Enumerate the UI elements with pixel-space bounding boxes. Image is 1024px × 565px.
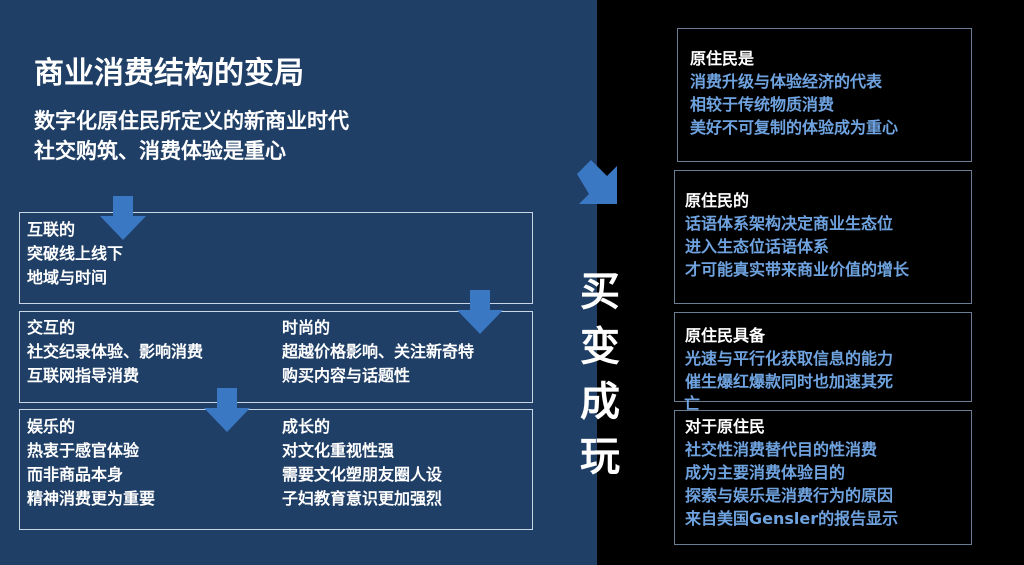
right-box-line: 催生爆红爆款同时也加速其死: [685, 372, 894, 391]
right-box-line: 美好不可复制的体验成为重心: [690, 118, 899, 137]
slide-title: 商业消费结构的变局: [34, 56, 304, 91]
box-line: 购买内容与话题性: [282, 366, 411, 385]
box-shishang-text: 时尚的 超越价格影响、关注新奇特 购买内容与话题性: [282, 316, 474, 388]
right-box-1-text: 原住民是 消费升级与体验经济的代表 相较于传统物质消费 美好不可复制的体验成为重…: [690, 47, 898, 139]
right-box-3-overflow: 亡: [684, 394, 701, 413]
box-line: 地域与时间: [27, 268, 108, 287]
right-box-3: 原住民具备 光速与平行化获取信息的能力 催生爆红爆款同时也加速其死: [674, 312, 972, 402]
right-box-line: 才可能真实带来商业价值的增长: [685, 260, 910, 279]
right-box-4-text: 对于原住民 社交性消费替代目的性消费 成为主要消费体验目的 探索与娱乐是消费行为…: [685, 415, 898, 530]
right-down-arrow-icon: [577, 160, 617, 204]
right-box-line: 探索与娱乐是消费行为的原因: [685, 486, 894, 505]
right-box-line: 社交性消费替代目的性消费: [685, 440, 878, 459]
box-line: 而非商品本身: [27, 465, 124, 484]
right-box-line: 相较于传统物质消费: [690, 95, 835, 114]
box-line: 突破线上线下: [27, 244, 124, 263]
slogan-char: 玩: [580, 434, 620, 480]
right-box-1: 原住民是 消费升级与体验经济的代表 相较于传统物质消费 美好不可复制的体验成为重…: [677, 28, 972, 162]
right-box-2: 原住民的 话语体系架构决定商业生态位 进入生态位话语体系 才可能真实带来商业价值…: [674, 170, 972, 304]
slide-subtitle: 数字化原住民所定义的新商业时代 社交购筑、消费体验是重心: [34, 106, 349, 166]
right-box-line: 消费升级与体验经济的代表: [690, 72, 883, 91]
down-arrow-icon: [457, 290, 503, 334]
box-chengzhang-text: 成长的 对文化重视性强 需要文化塑朋友圈人设 子妇教育意识更加强烈: [282, 415, 442, 511]
right-box-head: 对于原住民: [685, 417, 766, 436]
subtitle-line: 数字化原住民所定义的新商业时代: [34, 109, 349, 133]
right-box-line: 成为主要消费体验目的: [685, 463, 846, 482]
left-panel: [0, 0, 597, 565]
right-box-head: 原住民具备: [685, 326, 766, 345]
vertical-slogan: 买 变 成 玩: [575, 265, 625, 485]
box-line: 子妇教育意识更加强烈: [282, 489, 443, 508]
slogan-char: 变: [580, 324, 620, 370]
right-box-head: 原住民是: [690, 49, 755, 68]
box-hulian: [19, 212, 533, 304]
slogan-char: 买: [580, 269, 620, 315]
right-box-line: 光速与平行化获取信息的能力: [685, 349, 894, 368]
down-arrow-icon: [204, 388, 250, 432]
box-line: 对文化重视性强: [282, 441, 395, 460]
right-box-line: 话语体系架构决定商业生态位: [685, 214, 894, 233]
box-jiaohu-text: 交互的 社交纪录体验、影响消费 互联网指导消费: [27, 316, 203, 388]
box-line: 互联网指导消费: [27, 366, 140, 385]
right-box-line: 来自美国Gensler的报告显示: [685, 509, 899, 528]
box-line: 社交纪录体验、影响消费: [27, 342, 204, 361]
right-box-3-text: 原住民具备 光速与平行化获取信息的能力 催生爆红爆款同时也加速其死: [685, 324, 893, 393]
box-head: 时尚的: [282, 318, 331, 337]
slogan-char: 成: [580, 379, 620, 425]
box-head: 成长的: [282, 417, 331, 436]
box-yule-text: 娱乐的 热衷于感官体验 而非商品本身 精神消费更为重要: [27, 415, 155, 511]
box-line: 热衷于感官体验: [27, 441, 140, 460]
down-arrow-icon: [100, 196, 146, 240]
box-yule-chengzhang: [19, 409, 533, 530]
subtitle-line: 社交购筑、消费体验是重心: [34, 139, 286, 163]
box-head: 互联的: [27, 220, 76, 239]
box-line: 需要文化塑朋友圈人设: [282, 465, 443, 484]
box-head: 交互的: [27, 318, 76, 337]
box-hulian-text: 互联的 突破线上线下 地域与时间: [27, 218, 123, 290]
box-jiaohu-shishang: [19, 311, 533, 403]
box-line: 精神消费更为重要: [27, 489, 156, 508]
right-box-head: 原住民的: [685, 191, 750, 210]
box-head: 娱乐的: [27, 417, 76, 436]
right-box-4: 对于原住民 社交性消费替代目的性消费 成为主要消费体验目的 探索与娱乐是消费行为…: [674, 410, 972, 545]
box-line: 超越价格影响、关注新奇特: [282, 342, 475, 361]
right-box-line: 进入生态位话语体系: [685, 237, 830, 256]
right-box-2-text: 原住民的 话语体系架构决定商业生态位 进入生态位话语体系 才可能真实带来商业价值…: [685, 189, 909, 281]
